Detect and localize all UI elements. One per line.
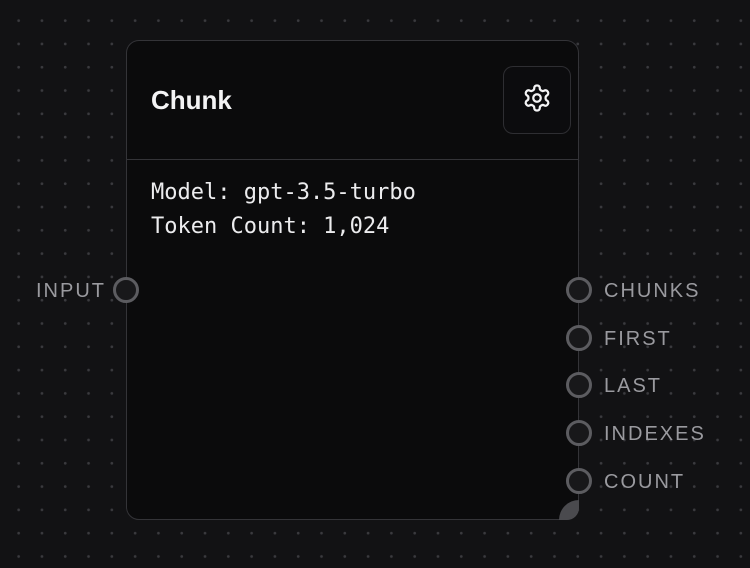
settings-button[interactable] <box>503 66 571 134</box>
gear-icon <box>522 83 552 118</box>
token-count-text: Token Count: 1,024 <box>151 214 390 239</box>
node-body: Model: gpt-3.5-turbo Token Count: 1,024 <box>127 160 578 244</box>
model-text: Model: gpt-3.5-turbo <box>151 180 416 205</box>
node-header: Chunk <box>127 41 578 160</box>
resize-handle[interactable] <box>559 500 579 520</box>
output-port-indexes[interactable] <box>566 420 592 446</box>
output-port-label-count: COUNT <box>604 471 686 493</box>
node-title: Chunk <box>151 85 232 115</box>
output-port-first[interactable] <box>566 325 592 351</box>
output-port-count[interactable] <box>566 468 592 494</box>
input-port-label: INPUT <box>36 280 106 302</box>
output-port-label-first: FIRST <box>604 328 672 350</box>
output-port-last[interactable] <box>566 372 592 398</box>
output-port-label-chunks: CHUNKS <box>604 280 701 302</box>
chunk-node[interactable]: Chunk Model: gpt-3.5-turbo Token Count: … <box>126 40 579 520</box>
output-port-label-indexes: INDEXES <box>604 423 706 445</box>
input-port[interactable] <box>113 277 139 303</box>
output-port-label-last: LAST <box>604 375 663 397</box>
output-port-chunks[interactable] <box>566 277 592 303</box>
